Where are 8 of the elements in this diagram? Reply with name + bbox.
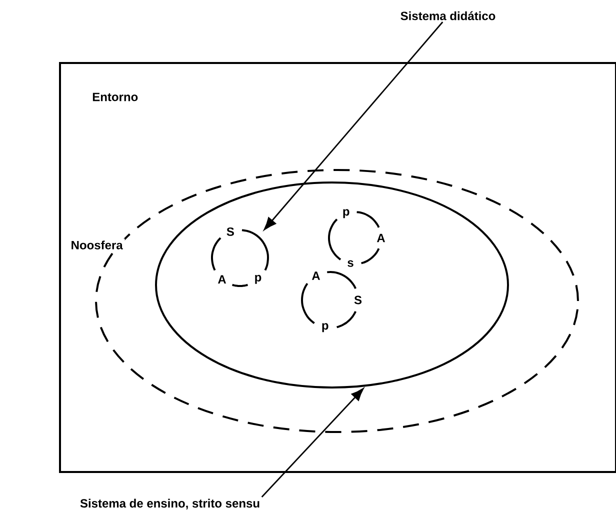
triad-cycle: A S p: [301, 271, 362, 332]
ellipse: [155, 182, 509, 388]
triad-cycle: p s A: [328, 209, 386, 267]
arrow: [264, 22, 444, 230]
arrow: [261, 388, 364, 498]
triad-cycle: S A p: [211, 227, 269, 287]
caption-text: Sistema de ensino, strito sensu: [80, 498, 260, 510]
caption-text: Sistema didático: [400, 11, 496, 20]
